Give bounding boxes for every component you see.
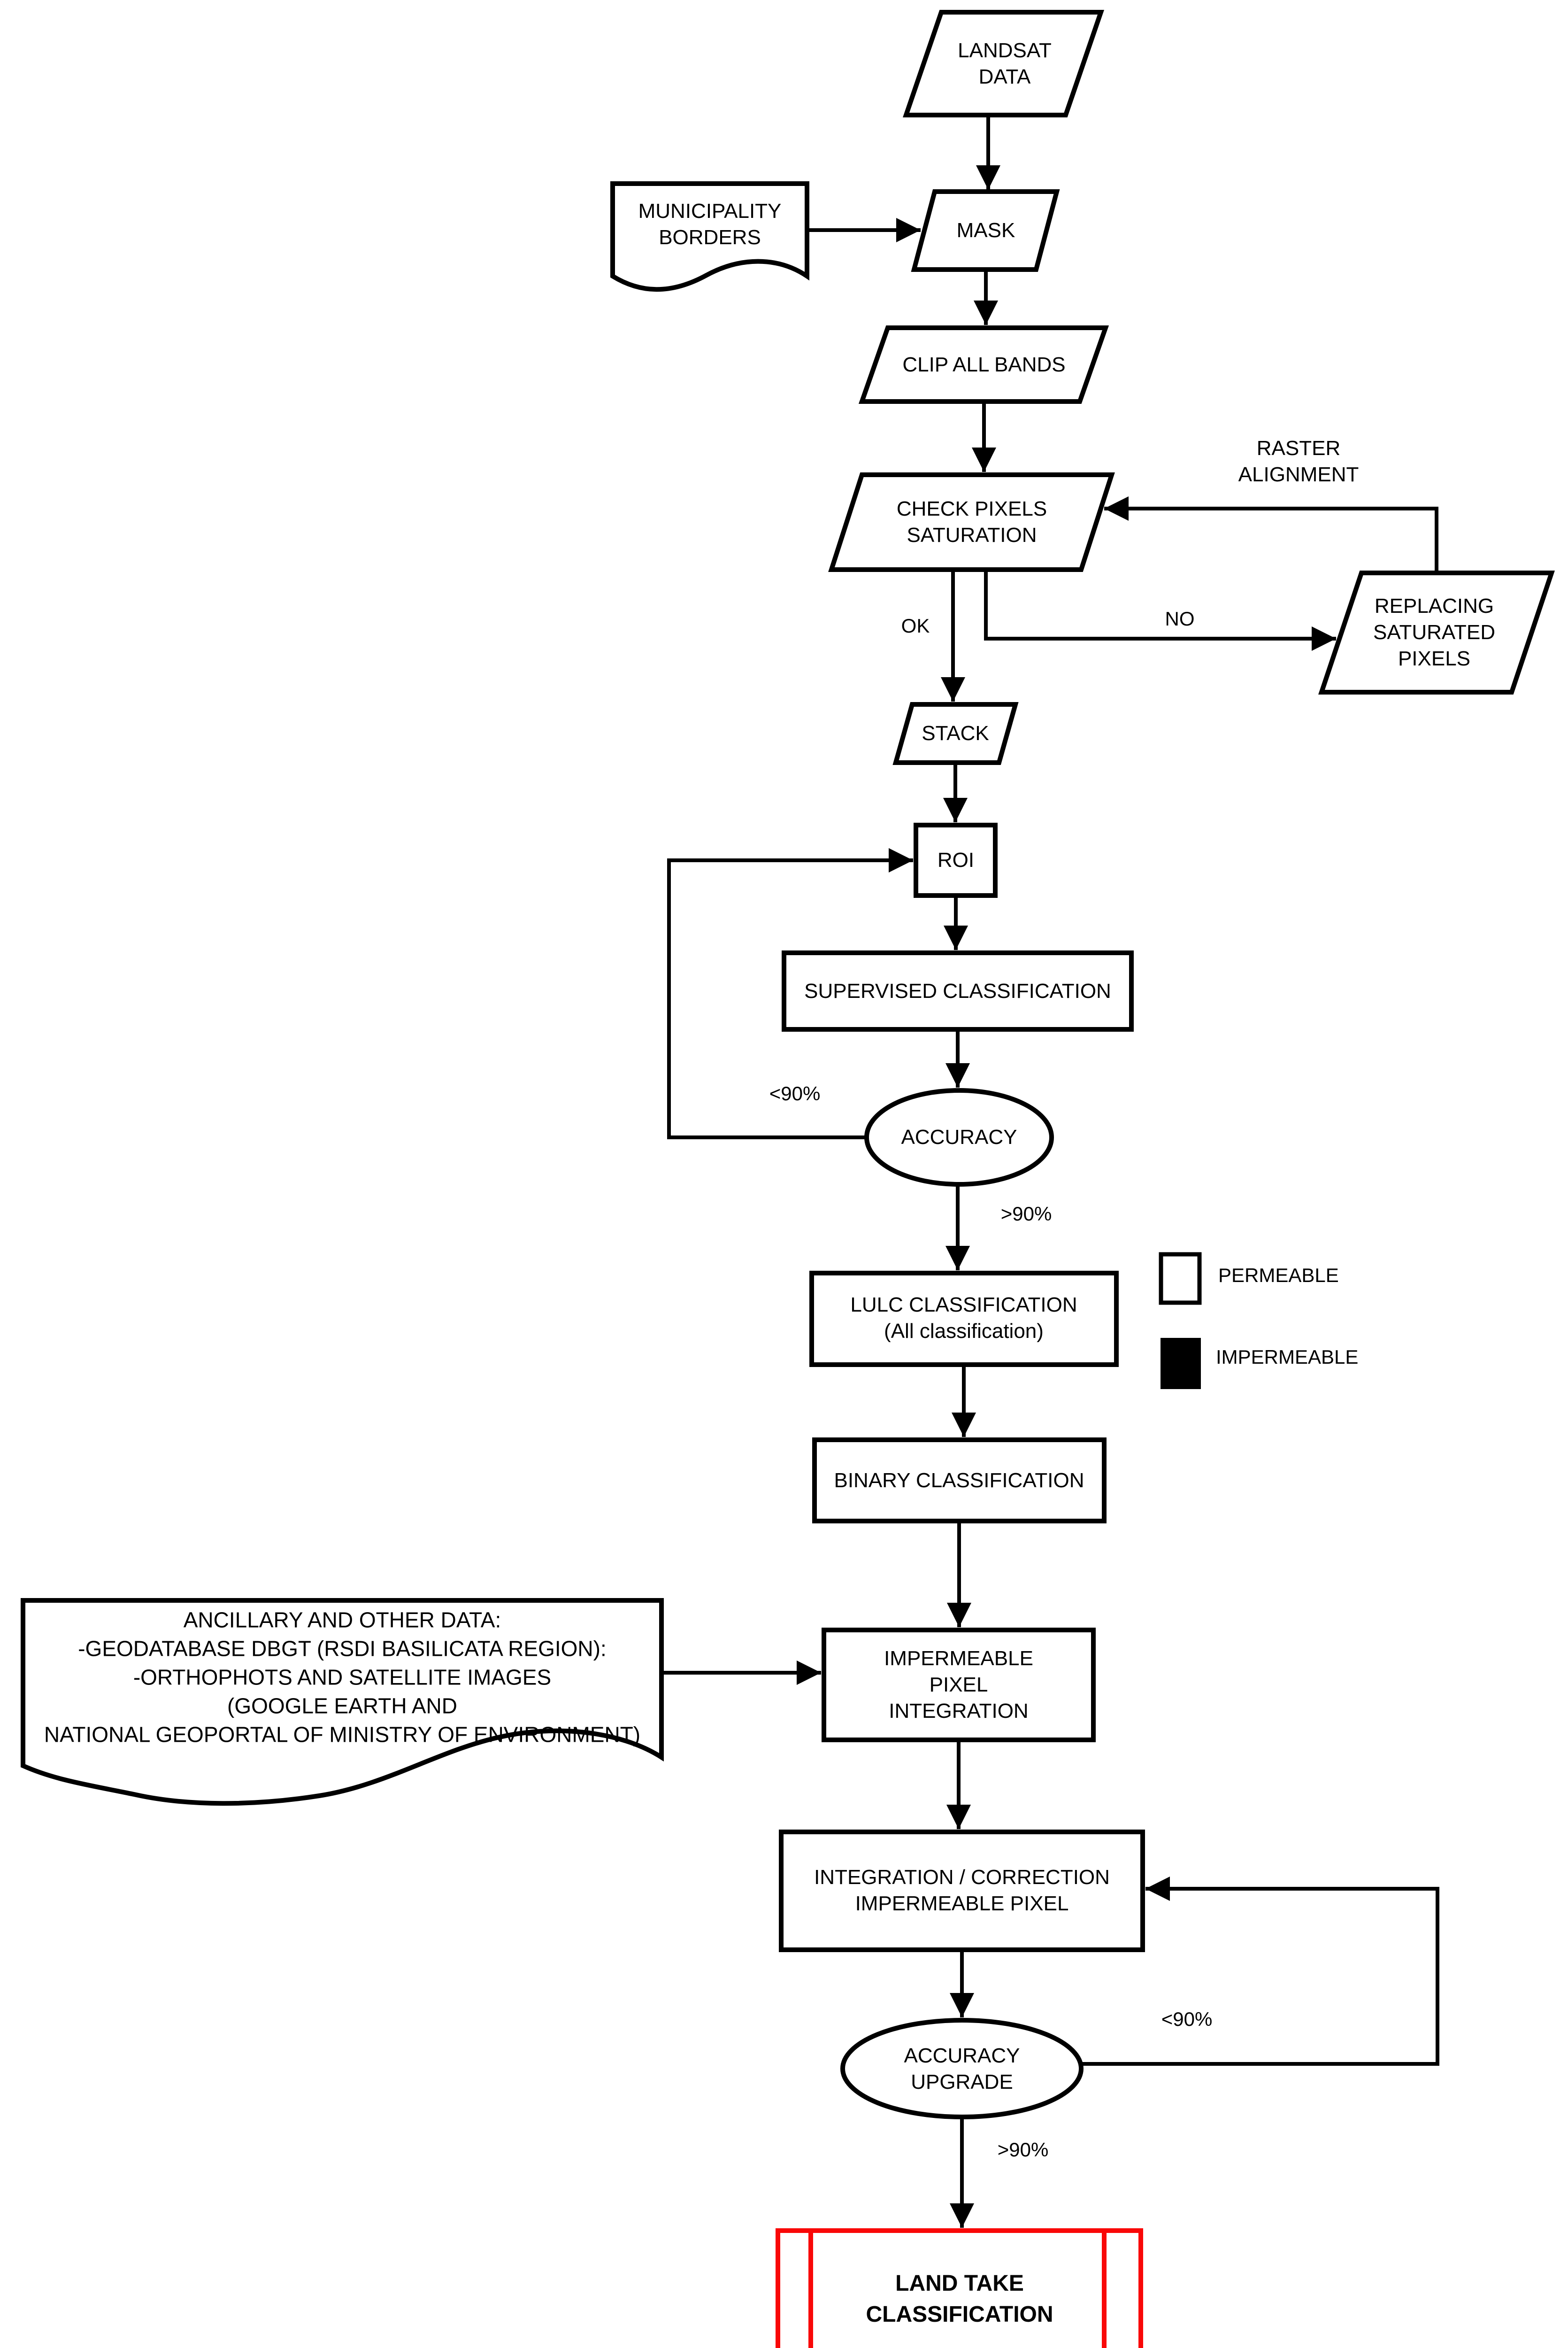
upgrade-high-edge-label: >90% xyxy=(997,2139,1049,2161)
ancillary-data-label: ANCILLARY AND OTHER DATA: -GEODATABASE D… xyxy=(44,1607,641,1747)
check-pixels-saturation-label: CHECK PIXELS SATURATION xyxy=(896,497,1047,547)
roi-node xyxy=(914,823,998,898)
mask-label: MASK xyxy=(956,219,1015,242)
edge-check-no-to-replacing xyxy=(984,570,1336,651)
accuracy-high-edge-label: >90% xyxy=(1000,1203,1052,1225)
binary-classification-label: BINARY CLASSIFICATION xyxy=(834,1469,1084,1492)
land-take-classification-label: LAND TAKE CLASSIFICATION xyxy=(866,2271,1053,2327)
edge-upgrade-low-to-correction xyxy=(1081,1877,1439,2066)
stack-label: STACK xyxy=(922,722,989,745)
permeable-legend-label: PERMEABLE xyxy=(1218,1264,1339,1286)
impermeable-pixel-integration-label: IMPERMEABLE PIXEL INTEGRATION xyxy=(884,1647,1033,1722)
clip-all-bands-label: CLIP ALL BANDS xyxy=(902,353,1066,376)
permeable-swatch xyxy=(1159,1252,1202,1305)
upgrade-low-edge-label: <90% xyxy=(1161,2008,1213,2030)
stack-node xyxy=(892,702,1019,765)
integration-correction-label: INTEGRATION / CORRECTION IMPERMEABLE PIX… xyxy=(814,1866,1110,1915)
no-edge-label: NO xyxy=(1165,608,1195,630)
land-take-classification-node xyxy=(776,2228,1143,2348)
clip-all-bands-node xyxy=(858,325,1109,404)
impermeable-swatch xyxy=(1161,1338,1201,1389)
lulc-classification-node xyxy=(809,1271,1119,1367)
accuracy-upgrade-node xyxy=(840,2018,1084,2119)
municipality-borders-label: MUNICIPALITY BORDERS xyxy=(638,200,782,249)
lulc-classification-label: LULC CLASSIFICATION (All classification) xyxy=(850,1293,1077,1343)
replacing-saturated-pixels-node xyxy=(1318,571,1555,695)
edge-accuracy-low-to-roi xyxy=(667,848,913,1139)
edge-replacing-raster-alignment-to-check xyxy=(1104,496,1438,573)
landsat-data-label: LANDSAT DATA xyxy=(958,39,1052,88)
impermeable-pixel-integration-node xyxy=(822,1628,1096,1742)
accuracy-low-edge-label: <90% xyxy=(769,1082,821,1104)
mask-node xyxy=(911,189,1060,272)
binary-classification-node xyxy=(812,1437,1107,1523)
integration-correction-node xyxy=(779,1830,1145,1952)
impermeable-legend-label: IMPERMEABLE xyxy=(1216,1346,1359,1368)
accuracy-upgrade-label: ACCURACY UPGRADE xyxy=(904,2044,1020,2093)
check-pixels-saturation-node xyxy=(828,472,1115,572)
ancillary-data-node xyxy=(21,1598,664,1806)
accuracy-label: ACCURACY xyxy=(901,1126,1017,1149)
supervised-classification-node xyxy=(782,950,1134,1032)
raster-alignment-edge-label: RASTER ALIGNMENT xyxy=(1238,437,1359,486)
roi-label: ROI xyxy=(937,849,975,872)
accuracy-node xyxy=(864,1088,1054,1187)
municipality-borders-node xyxy=(610,181,809,292)
supervised-classification-label: SUPERVISED CLASSIFICATION xyxy=(804,980,1111,1003)
ok-edge-label: OK xyxy=(901,615,930,637)
replacing-saturated-pixels-label: REPLACING SATURATED PIXELS xyxy=(1373,595,1495,670)
landsat-data-node xyxy=(903,10,1104,117)
